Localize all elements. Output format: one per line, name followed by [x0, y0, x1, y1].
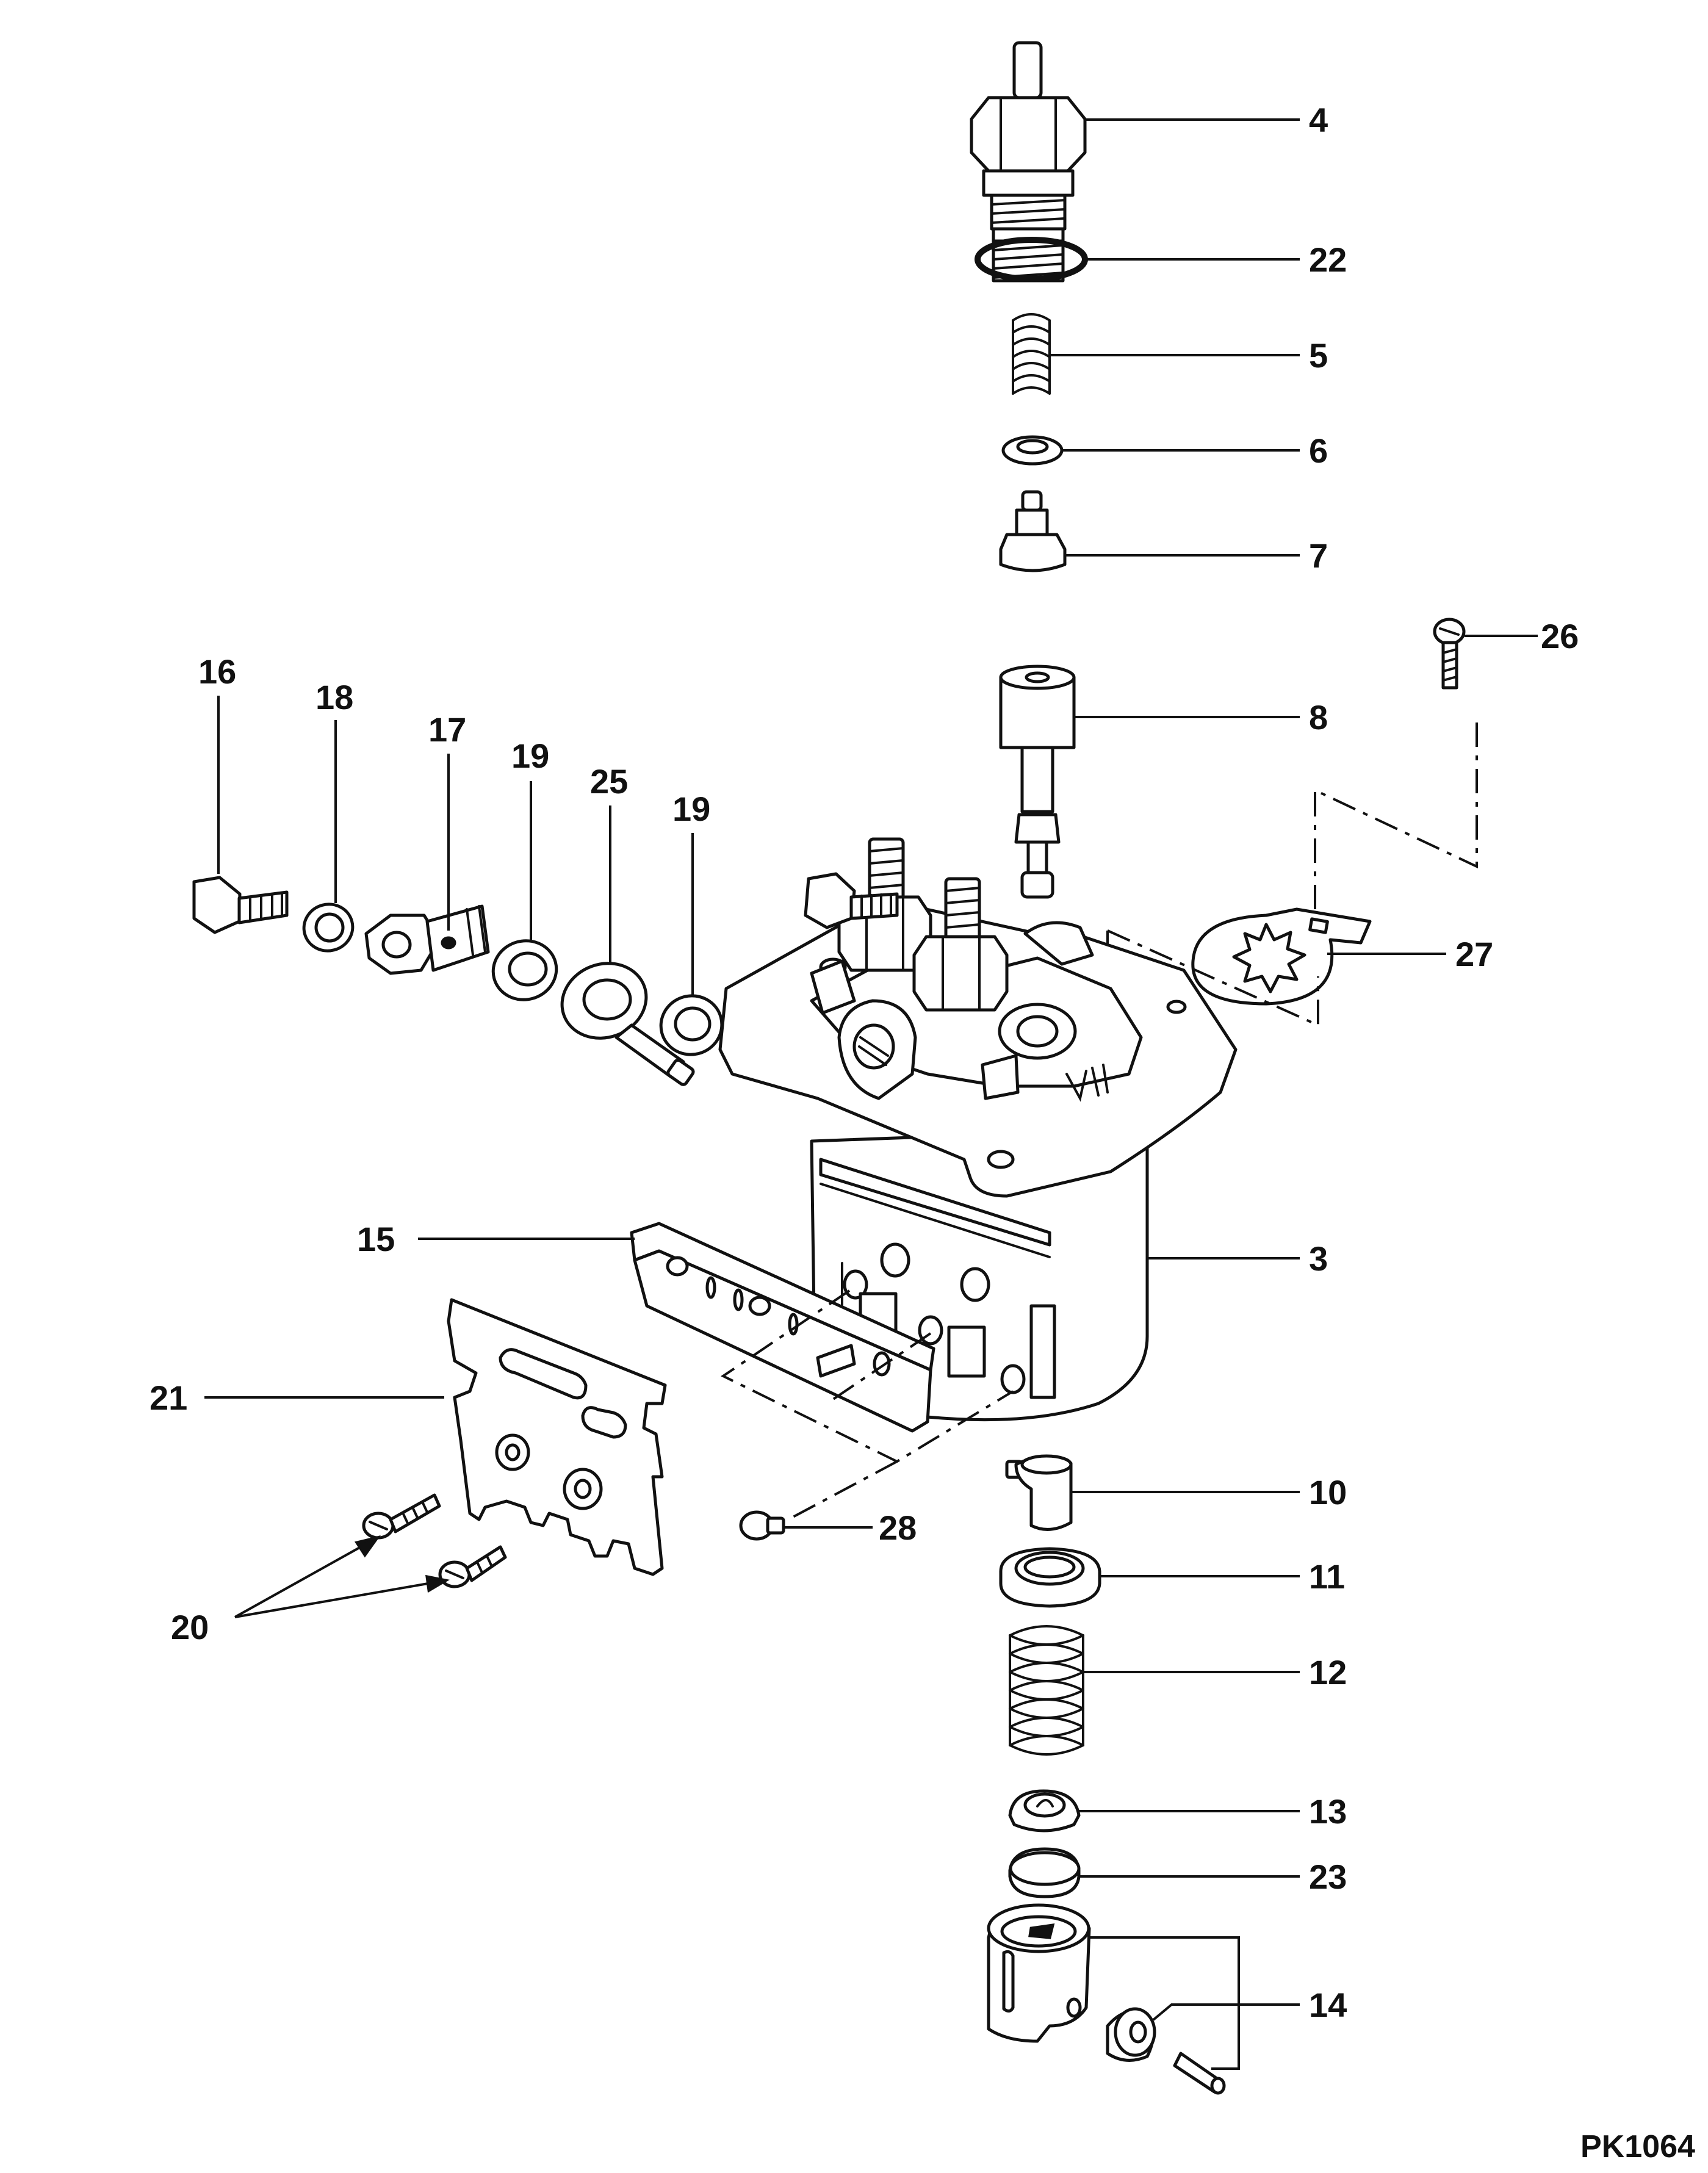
- callout-16: 16: [198, 652, 236, 691]
- callout-10: 10: [1309, 1473, 1347, 1512]
- part-19-washer-a: [491, 939, 558, 1001]
- callout-20: 20: [171, 1608, 209, 1646]
- callout-17: 17: [428, 710, 466, 749]
- callout-18: 18: [315, 678, 353, 716]
- callout-19-b: 19: [672, 790, 710, 828]
- part-6-washer: [1001, 435, 1064, 466]
- part-5-spring: [1012, 313, 1051, 395]
- part-28-plug: [739, 1510, 785, 1541]
- drawing-reference: PK1064: [1580, 2129, 1695, 2164]
- callout-28: 28: [879, 1508, 917, 1547]
- part-14-tappet: [987, 1903, 1226, 2095]
- part-16-bolt: [192, 876, 289, 934]
- callout-12: 12: [1309, 1653, 1347, 1692]
- callout-3: 3: [1309, 1239, 1328, 1278]
- part-12-plunger-spring: [1009, 1625, 1084, 1756]
- callout-5: 5: [1309, 336, 1328, 375]
- part-21-plate: [447, 1298, 667, 1576]
- callout-8: 8: [1309, 698, 1328, 737]
- callout-26: 26: [1541, 617, 1579, 655]
- part-7-delivery-valve: [999, 490, 1067, 572]
- part-11-spring-seat: [999, 1547, 1101, 1608]
- callout-11: 11: [1309, 1557, 1345, 1596]
- part-27-lock-plate: [1191, 907, 1372, 1006]
- callout-23: 23: [1309, 1858, 1347, 1896]
- part-26-screw: [1433, 618, 1466, 690]
- callout-14: 14: [1309, 1986, 1347, 2024]
- part-16-hex-bolt: [804, 872, 899, 929]
- part-10-pin: [1005, 1454, 1073, 1531]
- part-25-banjo-fitting: [560, 962, 695, 1086]
- part-15-control-rack: [630, 1222, 935, 1433]
- part-8-plunger: [999, 665, 1076, 899]
- callout-21: 21: [150, 1378, 187, 1417]
- part-20-screws: [362, 1493, 507, 1588]
- part-23-shim: [1008, 1847, 1081, 1898]
- part-18-washer: [302, 903, 355, 953]
- callout-22: 22: [1309, 240, 1347, 279]
- callout-27: 27: [1455, 935, 1493, 973]
- part-13-lower-spring-seat: [1008, 1789, 1081, 1832]
- callout-25: 25: [590, 762, 628, 801]
- callout-6: 6: [1309, 431, 1328, 470]
- callout-13: 13: [1309, 1792, 1347, 1831]
- callout-4: 4: [1309, 101, 1328, 139]
- callout-labels: 4 22 5 6 7 26 8 27 3 10 11 12 13 23 14 1…: [150, 101, 1579, 2024]
- callout-15: 15: [357, 1220, 395, 1258]
- part-19-washer-b: [659, 994, 724, 1056]
- part-17-fitting: [364, 904, 490, 975]
- callout-7: 7: [1309, 536, 1328, 575]
- callout-19-a: 19: [511, 737, 549, 775]
